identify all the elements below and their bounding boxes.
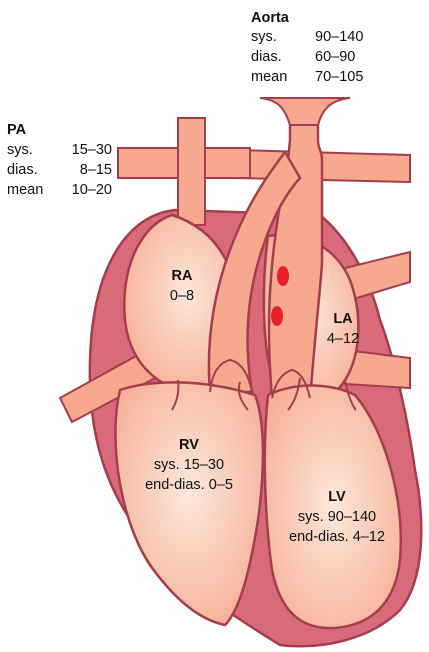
aorta-title: Aorta xyxy=(251,10,289,27)
aorta-dias-label: dias. xyxy=(251,49,282,66)
shunt-marker-lower xyxy=(271,306,283,326)
rv-title: RV xyxy=(179,437,199,454)
pa-sys-value: 15–30 xyxy=(60,142,112,159)
aorta-sys-value: 90–140 xyxy=(315,29,363,46)
rv-line1: sys. 15–30 xyxy=(154,457,224,474)
aorta-mean-value: 70–105 xyxy=(315,69,363,86)
pa-dias-label: dias. xyxy=(7,162,38,179)
pa-sys-label: sys. xyxy=(7,142,33,159)
right-ventricle xyxy=(115,382,263,625)
aorta-sys-label: sys. xyxy=(251,29,277,46)
lv-title: LV xyxy=(328,489,345,506)
pa-title: PA xyxy=(7,122,26,139)
lv-line1: sys. 90–140 xyxy=(298,509,376,526)
aorta-ascending xyxy=(269,100,322,400)
ra-value: 0–8 xyxy=(170,288,194,305)
pa-mean-value: 10–20 xyxy=(60,182,112,199)
pa-mean-label: mean xyxy=(7,182,43,199)
aorta-top xyxy=(260,98,350,125)
superior-vena-cava xyxy=(178,118,205,225)
aorta-dias-value: 60–90 xyxy=(315,49,355,66)
lv-line2: end-dias. 4–12 xyxy=(289,529,385,546)
la-value: 4–12 xyxy=(327,331,359,348)
la-title: LA xyxy=(333,311,352,328)
rv-line2: end-dias. 0–5 xyxy=(145,477,233,494)
aorta-mean-label: mean xyxy=(251,69,287,86)
pa-dias-value: 8–15 xyxy=(60,162,112,179)
shunt-marker-upper xyxy=(277,266,289,286)
ra-title: RA xyxy=(172,268,193,285)
